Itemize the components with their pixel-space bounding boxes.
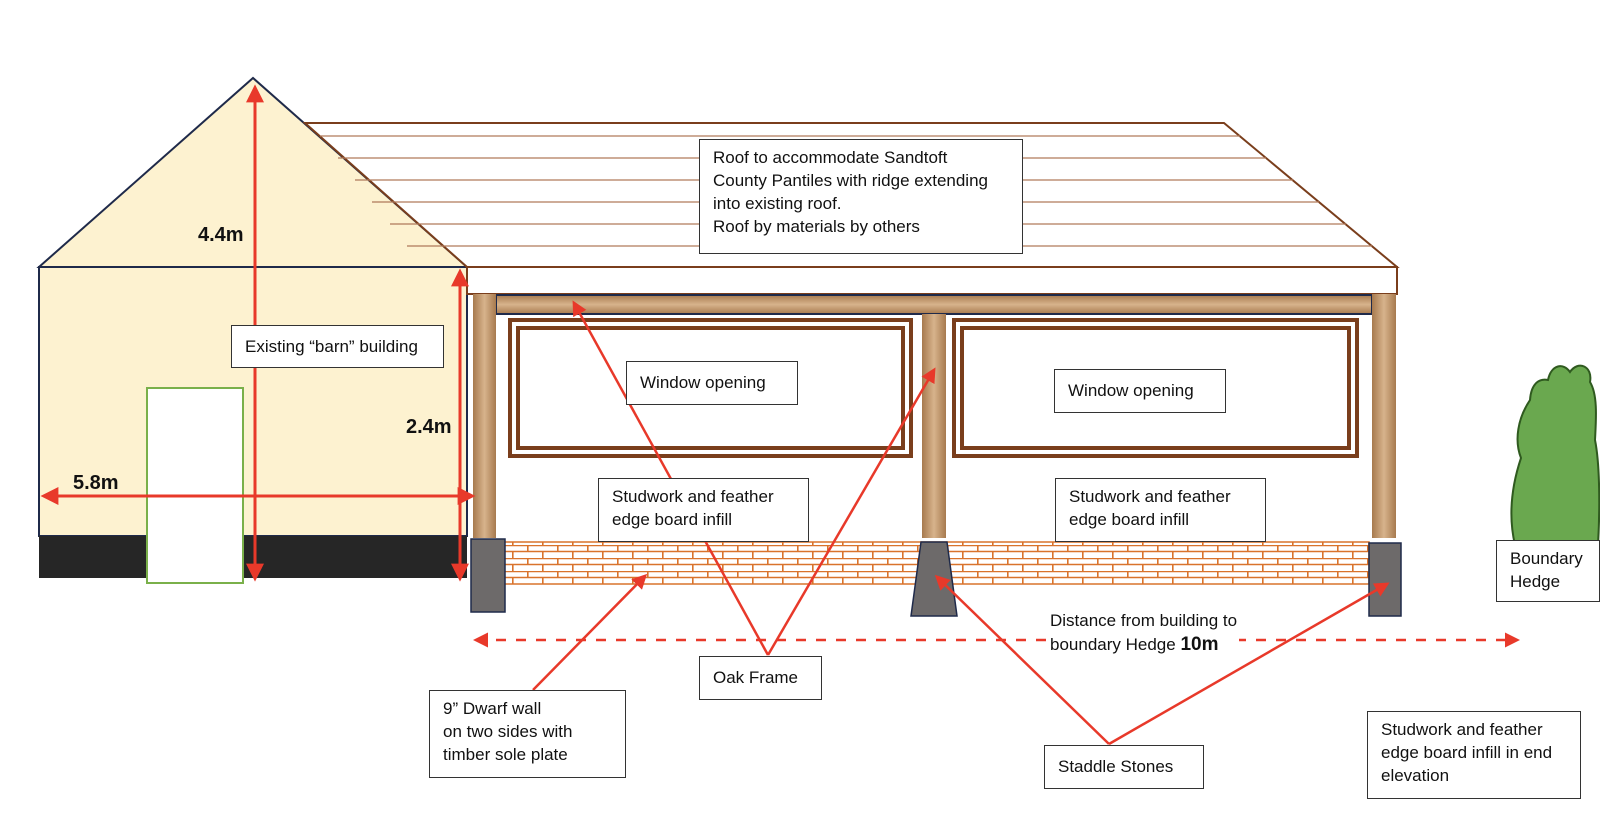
barn-base-left	[39, 536, 149, 578]
boundary-hedge-label: Boundary Hedge	[1496, 540, 1600, 602]
roof-fascia	[466, 266, 1398, 295]
roof-note: Roof to accommodate Sandtoft County Pant…	[699, 139, 1023, 254]
staddle-stone-middle	[910, 541, 958, 617]
staddle-leader-middle	[934, 574, 1110, 745]
barn-height-label: 4.4m	[198, 224, 244, 246]
oak-frame-leader-post	[766, 367, 936, 656]
staddle-stones-label: Staddle Stones	[1044, 745, 1204, 789]
staddle-stone-right	[1368, 542, 1402, 617]
hedge-distance-label: Distance from building to boundary Hedge…	[1048, 609, 1240, 657]
hedge-distance-text-1: Distance from building to	[1050, 611, 1238, 630]
barn-width-label: 5.8m	[73, 472, 119, 494]
window-frame-left	[508, 318, 913, 458]
oak-post-left	[473, 294, 496, 538]
oak-frame-label: Oak Frame	[699, 656, 822, 700]
barn-label: Existing “barn” building	[231, 325, 444, 368]
studwork-label-left: Studwork and feather edge board infill	[598, 478, 809, 542]
window-opening-label-right: Window opening	[1054, 369, 1226, 413]
dwarf-wall-leader	[532, 573, 648, 691]
studwork-end-elevation-label: Studwork and feather edge board infill i…	[1367, 711, 1581, 799]
staddle-leader-right	[1108, 582, 1390, 746]
window-opening-label-left: Window opening	[626, 361, 798, 405]
studwork-label-right: Studwork and feather edge board infill	[1055, 478, 1266, 542]
dwarf-wall-label: 9” Dwarf wall on two sides with timber s…	[429, 690, 626, 778]
oak-frame	[473, 294, 1396, 538]
window-frame-right	[952, 318, 1359, 458]
hedge-distance-value: 10m	[1180, 634, 1219, 655]
eaves-height-label: 2.4m	[406, 416, 452, 438]
oak-post-right	[1372, 294, 1396, 538]
staddle-stones	[470, 538, 1402, 617]
oak-post-middle	[922, 314, 946, 538]
barn-base-right	[241, 536, 467, 578]
barn-door	[146, 387, 244, 584]
oak-beam	[495, 294, 1373, 315]
staddle-stone-left	[470, 538, 506, 613]
boundary-hedge	[1510, 364, 1600, 546]
hedge-distance-text-2: boundary Hedge	[1050, 635, 1181, 654]
